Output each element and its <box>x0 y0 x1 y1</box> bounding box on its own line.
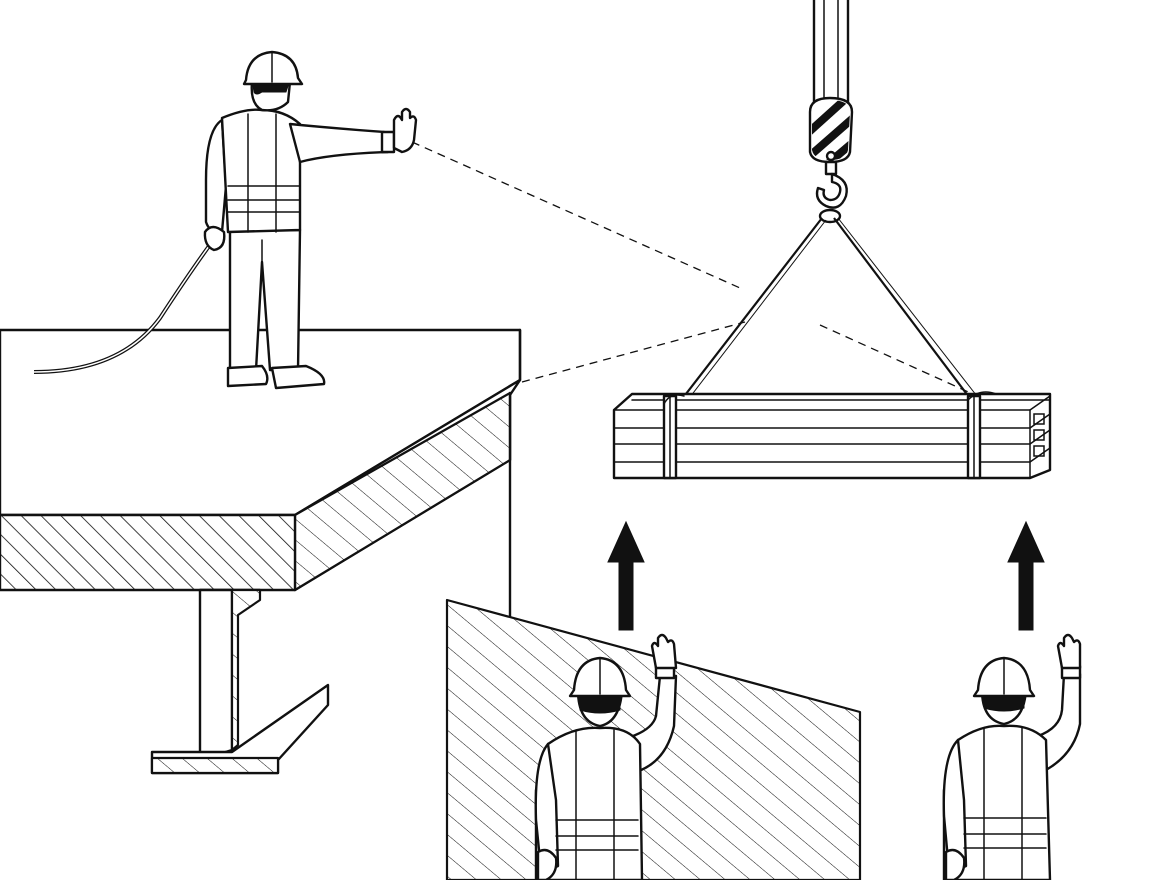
sight-lines <box>411 141 976 396</box>
steel-i-beam <box>150 588 330 775</box>
up-arrow-icon <box>607 520 645 631</box>
ground-signal-worker-left <box>534 633 678 880</box>
ground-signal-worker-right <box>942 633 1082 880</box>
signal-person-on-slab <box>33 50 418 390</box>
crane-hook-block <box>808 96 854 164</box>
two-leg-wire-sling <box>671 217 981 415</box>
crane-hook <box>815 160 848 224</box>
concrete-slab <box>0 328 522 622</box>
up-arrow-icon <box>1007 520 1045 631</box>
steel-beam-bundle <box>612 391 1052 480</box>
crane-assembly <box>671 0 981 415</box>
